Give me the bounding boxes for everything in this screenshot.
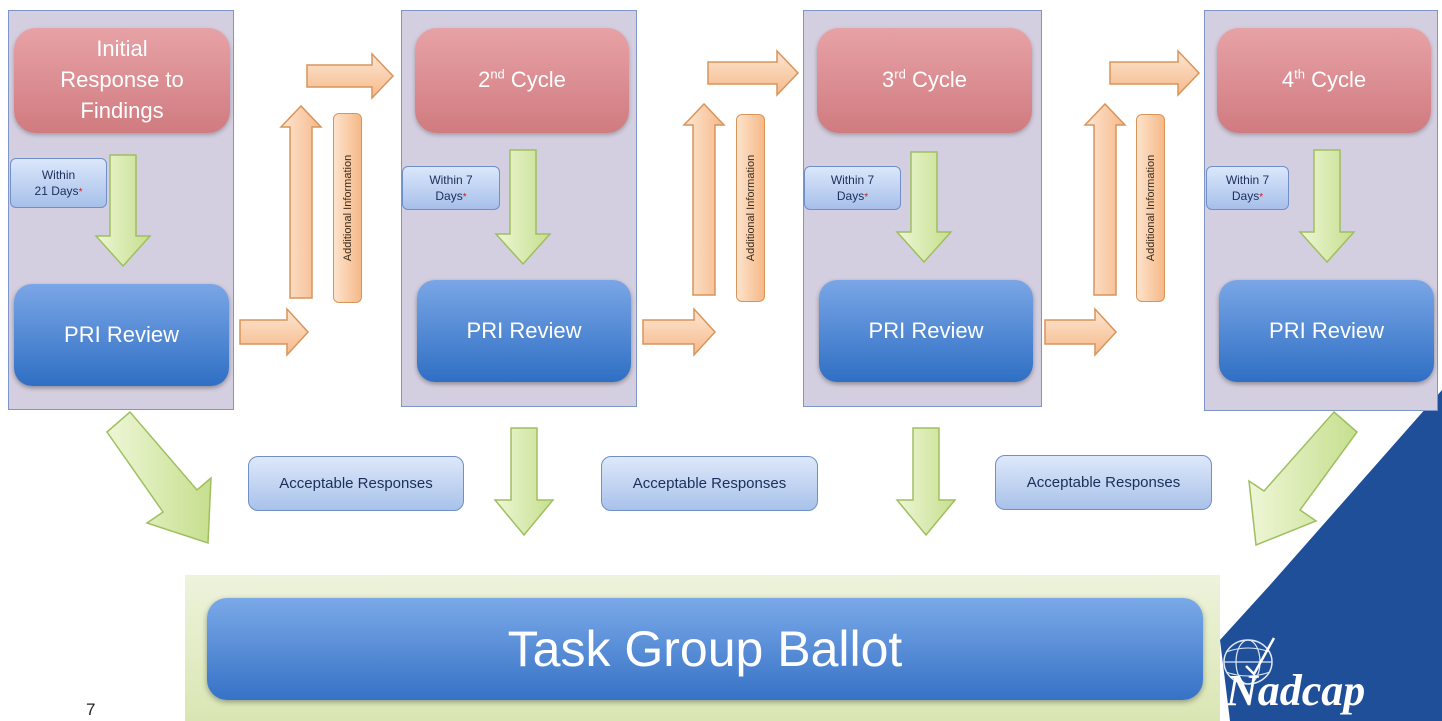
diag-arrow-right <box>1248 410 1359 547</box>
down-arrow-4 <box>1298 149 1356 264</box>
pri-review-box-1: PRI Review <box>14 284 229 386</box>
page-number: 7 <box>86 700 96 719</box>
pri-review-box-3: PRI Review <box>819 280 1033 382</box>
additional-information-box-1: Additional Information <box>333 113 362 303</box>
up-arrow-2 <box>682 102 726 296</box>
diag-arrow-left <box>105 410 212 545</box>
acceptable-responses-label-2: Acceptable Responses <box>601 456 818 511</box>
right-arrow-bottom-2 <box>642 307 717 357</box>
down-arrow-2 <box>494 149 552 266</box>
right-arrow-bottom-1 <box>239 307 310 357</box>
acceptable-responses-label-1: Acceptable Responses <box>248 456 464 511</box>
up-arrow-3 <box>1083 102 1127 296</box>
down-arrow-ballot-3 <box>895 427 957 537</box>
cycle-4-box: 4th Cycle <box>1217 28 1431 133</box>
pri-review-box-2: PRI Review <box>417 280 631 382</box>
additional-information-box-2: Additional Information <box>736 114 765 302</box>
right-arrow-top-2 <box>707 49 800 97</box>
right-arrow-bottom-3 <box>1044 307 1118 357</box>
globe-logo-icon <box>1223 637 1276 685</box>
brand-background-shape <box>1220 390 1442 721</box>
up-arrow-1 <box>279 104 323 299</box>
cycle-2-box: 2nd Cycle <box>415 28 629 133</box>
task-group-ballot-box: Task Group Ballot <box>207 598 1203 700</box>
down-arrow-1 <box>94 154 152 268</box>
down-arrow-3 <box>895 151 953 264</box>
nadcap-logo: Nadcap <box>1226 666 1366 715</box>
down-arrow-ballot-2 <box>493 427 555 537</box>
right-arrow-top-3 <box>1109 49 1201 97</box>
initial-response-box: Initial Response to Findings <box>14 28 230 133</box>
cycle-3-box: 3rd Cycle <box>817 28 1032 133</box>
additional-information-box-3: Additional Information <box>1136 114 1165 302</box>
acceptable-responses-label-3: Acceptable Responses <box>995 455 1212 510</box>
right-arrow-top-1 <box>306 52 395 100</box>
pri-review-box-4: PRI Review <box>1219 280 1434 382</box>
